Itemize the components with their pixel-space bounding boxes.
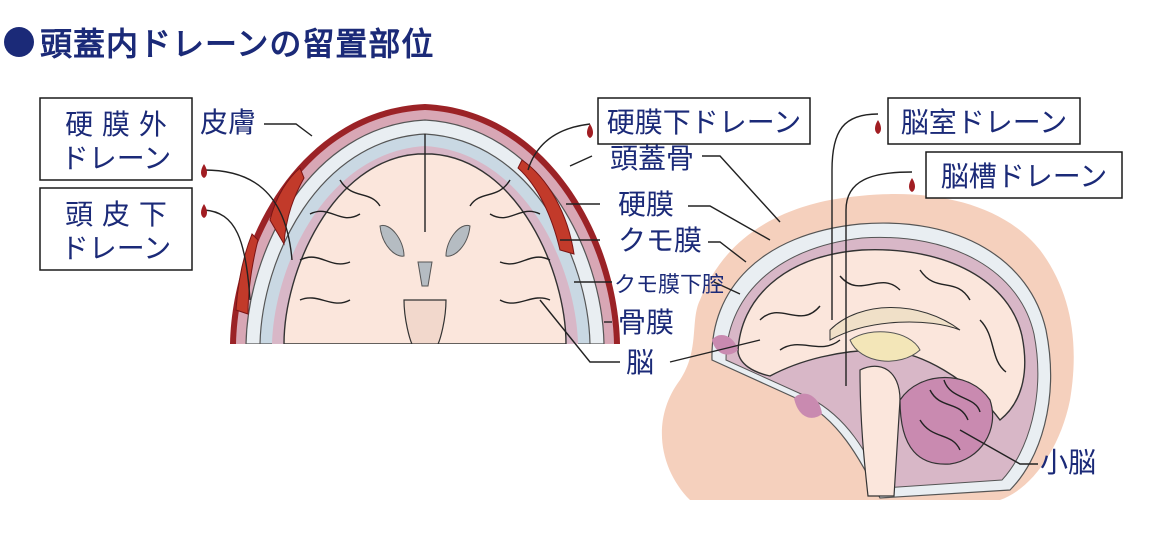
- epidural-drain-box: [39, 97, 193, 181]
- leader-skull: [569, 155, 781, 223]
- thalamus: [849, 331, 921, 362]
- leader-lines: [264, 123, 1038, 465]
- ventricular-drain-label: 脳室ドレーン: [887, 97, 1081, 145]
- cisternal-drain-label: 脳槽ドレーン: [925, 151, 1123, 199]
- sagittal-cerebellum: [899, 376, 994, 465]
- cerebellum-folia: [919, 379, 981, 451]
- page-title: 頭蓋内ドレーンの留置部位: [40, 25, 435, 63]
- subdural-hematoma: [517, 159, 575, 255]
- leader-brain: [539, 299, 761, 363]
- gyri-lines-left: [299, 179, 381, 304]
- coronal-brainstem: [403, 299, 447, 344]
- sagittal-gyri: [759, 269, 1007, 373]
- ventricular-drain-tube: [831, 113, 879, 320]
- sphenoid-sinus: [794, 393, 822, 418]
- drop-icon-subdural: [587, 124, 593, 138]
- page-title-block: 頭蓋内ドレーンの留置部位: [4, 20, 434, 64]
- epidural-drain-label: 硬 膜 外 ドレーン: [39, 97, 193, 181]
- subcutaneous-drain-tube: [203, 209, 251, 301]
- label-skull: 頭蓋骨: [610, 142, 694, 175]
- label-periosteum: 骨膜: [618, 306, 674, 339]
- bullet-dot-icon: [4, 27, 34, 57]
- label-cerebellum: 小脳: [1040, 446, 1096, 479]
- lateral-ventricle-right: [445, 224, 471, 257]
- subcutaneous-drain-label: 頭 皮 下 ドレーン: [39, 187, 193, 271]
- drop-icon-ventricular: [875, 120, 881, 134]
- drop-icon-subcutaneous: [201, 204, 207, 218]
- sagittal-brainstem: [859, 365, 901, 497]
- epidural-drain-line2: ドレーン: [61, 142, 172, 175]
- leader-subarachnoid: [574, 281, 741, 295]
- sagittal-section: [661, 113, 1074, 500]
- label-brain: 脳: [626, 346, 654, 379]
- subdural-drain-text: 硬膜下ドレーン: [607, 106, 802, 139]
- label-skin: 皮膚: [200, 106, 256, 139]
- drop-icon-cisternal: [909, 178, 915, 192]
- label-dura: 硬膜: [618, 188, 674, 221]
- subdural-drain-box: [597, 97, 811, 145]
- corpus-callosum: [829, 307, 961, 341]
- leader-dura: [566, 203, 771, 241]
- ventricular-drain-text: 脳室ドレーン: [901, 106, 1068, 139]
- epidural-drain-line1: 硬 膜 外: [65, 108, 167, 141]
- ventricular-drain-box: [887, 97, 1081, 145]
- coronal-section: [201, 104, 620, 344]
- cisternal-drain-tube: [845, 171, 913, 386]
- label-arachnoid: クモ膜: [618, 224, 702, 257]
- cisternal-drain-text: 脳槽ドレーン: [941, 160, 1108, 193]
- subdural-drain-label: 硬膜下ドレーン: [597, 97, 811, 145]
- leader-skin: [264, 123, 313, 137]
- drop-icon-epidural: [201, 164, 207, 178]
- subcutaneous-drain-line1: 頭 皮 下: [65, 198, 167, 231]
- leader-arachnoid: [560, 239, 747, 263]
- coronal-brain: [283, 153, 567, 344]
- subdural-drain-tube: [527, 123, 591, 171]
- cisternal-drain-box: [925, 151, 1123, 199]
- third-ventricle: [417, 261, 433, 287]
- label-subarachnoid: クモ膜下腔: [614, 273, 724, 298]
- subcutaneous-drain-box: [39, 187, 193, 271]
- subcutaneous-drain-line2: ドレーン: [61, 232, 172, 265]
- epidural-drain-tube: [203, 169, 293, 261]
- gyri-lines-right: [469, 179, 551, 304]
- lateral-ventricle-left: [379, 224, 405, 257]
- leader-cerebellum: [959, 429, 1038, 465]
